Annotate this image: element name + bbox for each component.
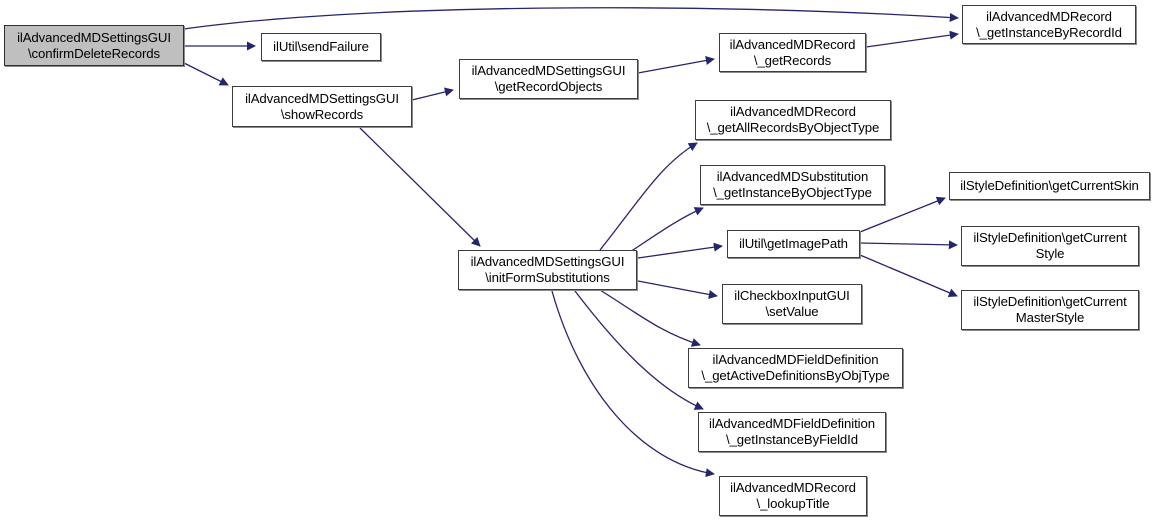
graph-node-label: ilUtil\sendFailure [273, 39, 369, 54]
graph-node-label: ilAdvancedMDSettingsGUI \initFormSubstit… [470, 254, 625, 285]
graph-node-label: ilAdvancedMDSettingsGUI \confirmDeleteRe… [17, 29, 171, 61]
graph-node-initFormSubstitutions[interactable]: ilAdvancedMDSettingsGUI \initFormSubstit… [458, 250, 637, 290]
graph-node-label: ilAdvancedMDSettingsGUI \getRecordObject… [471, 63, 626, 94]
graph-node-sendFailure[interactable]: ilUtil\sendFailure [261, 33, 381, 61]
graph-node-getInstanceByFieldId[interactable]: ilAdvancedMDFieldDefinition \_getInstanc… [698, 412, 886, 452]
call-edge-showRecords-to-getRecordObjects [411, 87, 454, 101]
call-edge-showRecords-to-initFormSubstitutions [359, 127, 481, 247]
call-edge-getRecordObjects-to-getRecords [637, 56, 715, 74]
graph-node-confirmDeleteRecords[interactable]: ilAdvancedMDSettingsGUI \confirmDeleteRe… [4, 25, 184, 66]
graph-node-label: ilStyleDefinition\getCurrentSkin [960, 178, 1139, 193]
call-edge-confirmDeleteRecords-to-getInstanceByRecordId [183, 7, 959, 30]
graph-node-label: ilAdvancedMDRecord \_lookupTitle [730, 480, 856, 511]
graph-node-getCurrentMasterStyle[interactable]: ilStyleDefinition\getCurrent MasterStyle [961, 290, 1139, 330]
graph-node-getInstanceByObjectType[interactable]: ilAdvancedMDSubstitution \_getInstanceBy… [700, 165, 885, 205]
graph-node-setValue[interactable]: ilCheckboxInputGUI \setValue [722, 284, 862, 324]
graph-node-label: ilAdvancedMDFieldDefinition \_getInstanc… [709, 416, 875, 447]
graph-node-getInstanceByRecordId[interactable]: ilAdvancedMDRecord \_getInstanceByRecord… [962, 5, 1136, 44]
graph-node-getActiveDefinitionsByObjType[interactable]: ilAdvancedMDFieldDefinition \_getActiveD… [688, 348, 903, 388]
graph-node-label: ilUtil\getImagePath [739, 236, 848, 251]
graph-node-label: ilAdvancedMDSettingsGUI \showRecords [245, 90, 399, 122]
graph-node-getAllRecordsByObjectType[interactable]: ilAdvancedMDRecord \_getAllRecordsByObje… [695, 100, 891, 140]
graph-node-label: ilStyleDefinition\getCurrent Style [973, 230, 1127, 261]
graph-node-label: ilStyleDefinition\getCurrent MasterStyle [973, 294, 1127, 325]
graph-node-label: ilAdvancedMDRecord \_getRecords [729, 36, 856, 68]
graph-node-label: ilAdvancedMDFieldDefinition \_getActiveD… [701, 352, 890, 383]
call-edge-initFormSubstitutions-to-getAllRecordsByObjectType [599, 142, 698, 251]
graph-node-getRecords[interactable]: ilAdvancedMDRecord \_getRecords [719, 33, 866, 72]
call-edge-initFormSubstitutions-to-getInstanceByObjectType [629, 207, 704, 253]
call-edge-initFormSubstitutions-to-setValue [637, 280, 718, 299]
graph-node-getCurrentStyle[interactable]: ilStyleDefinition\getCurrent Style [961, 226, 1139, 266]
call-edge-getImagePath-to-getCurrentMasterStyle [859, 254, 958, 298]
graph-node-showRecords[interactable]: ilAdvancedMDSettingsGUI \showRecords [232, 86, 412, 127]
call-edge-getRecords-to-getInstanceByRecordId [865, 30, 959, 48]
graph-node-getImagePath[interactable]: ilUtil\getImagePath [727, 230, 860, 258]
call-edge-initFormSubstitutions-to-getActiveDefinitionsByObjType [599, 289, 701, 347]
graph-node-label: ilAdvancedMDRecord \_getInstanceByRecord… [976, 8, 1122, 40]
graph-node-getRecordObjects[interactable]: ilAdvancedMDSettingsGUI \getRecordObject… [459, 59, 638, 99]
call-edge-initFormSubstitutions-to-getInstanceByFieldId [574, 290, 704, 410]
graph-node-label: ilAdvancedMDRecord \_getAllRecordsByObje… [706, 104, 880, 135]
call-edge-getImagePath-to-getCurrentStyle [859, 240, 958, 250]
call-edge-confirmDeleteRecords-to-showRecords [183, 62, 229, 86]
graph-node-getCurrentSkin[interactable]: ilStyleDefinition\getCurrentSkin [949, 172, 1150, 200]
graph-node-lookupTitle[interactable]: ilAdvancedMDRecord \_lookupTitle [719, 476, 867, 516]
graph-node-label: ilAdvancedMDSubstitution \_getInstanceBy… [713, 169, 872, 200]
graph-node-label: ilCheckboxInputGUI \setValue [734, 288, 850, 319]
call-edge-initFormSubstitutions-to-getImagePath [637, 242, 723, 259]
